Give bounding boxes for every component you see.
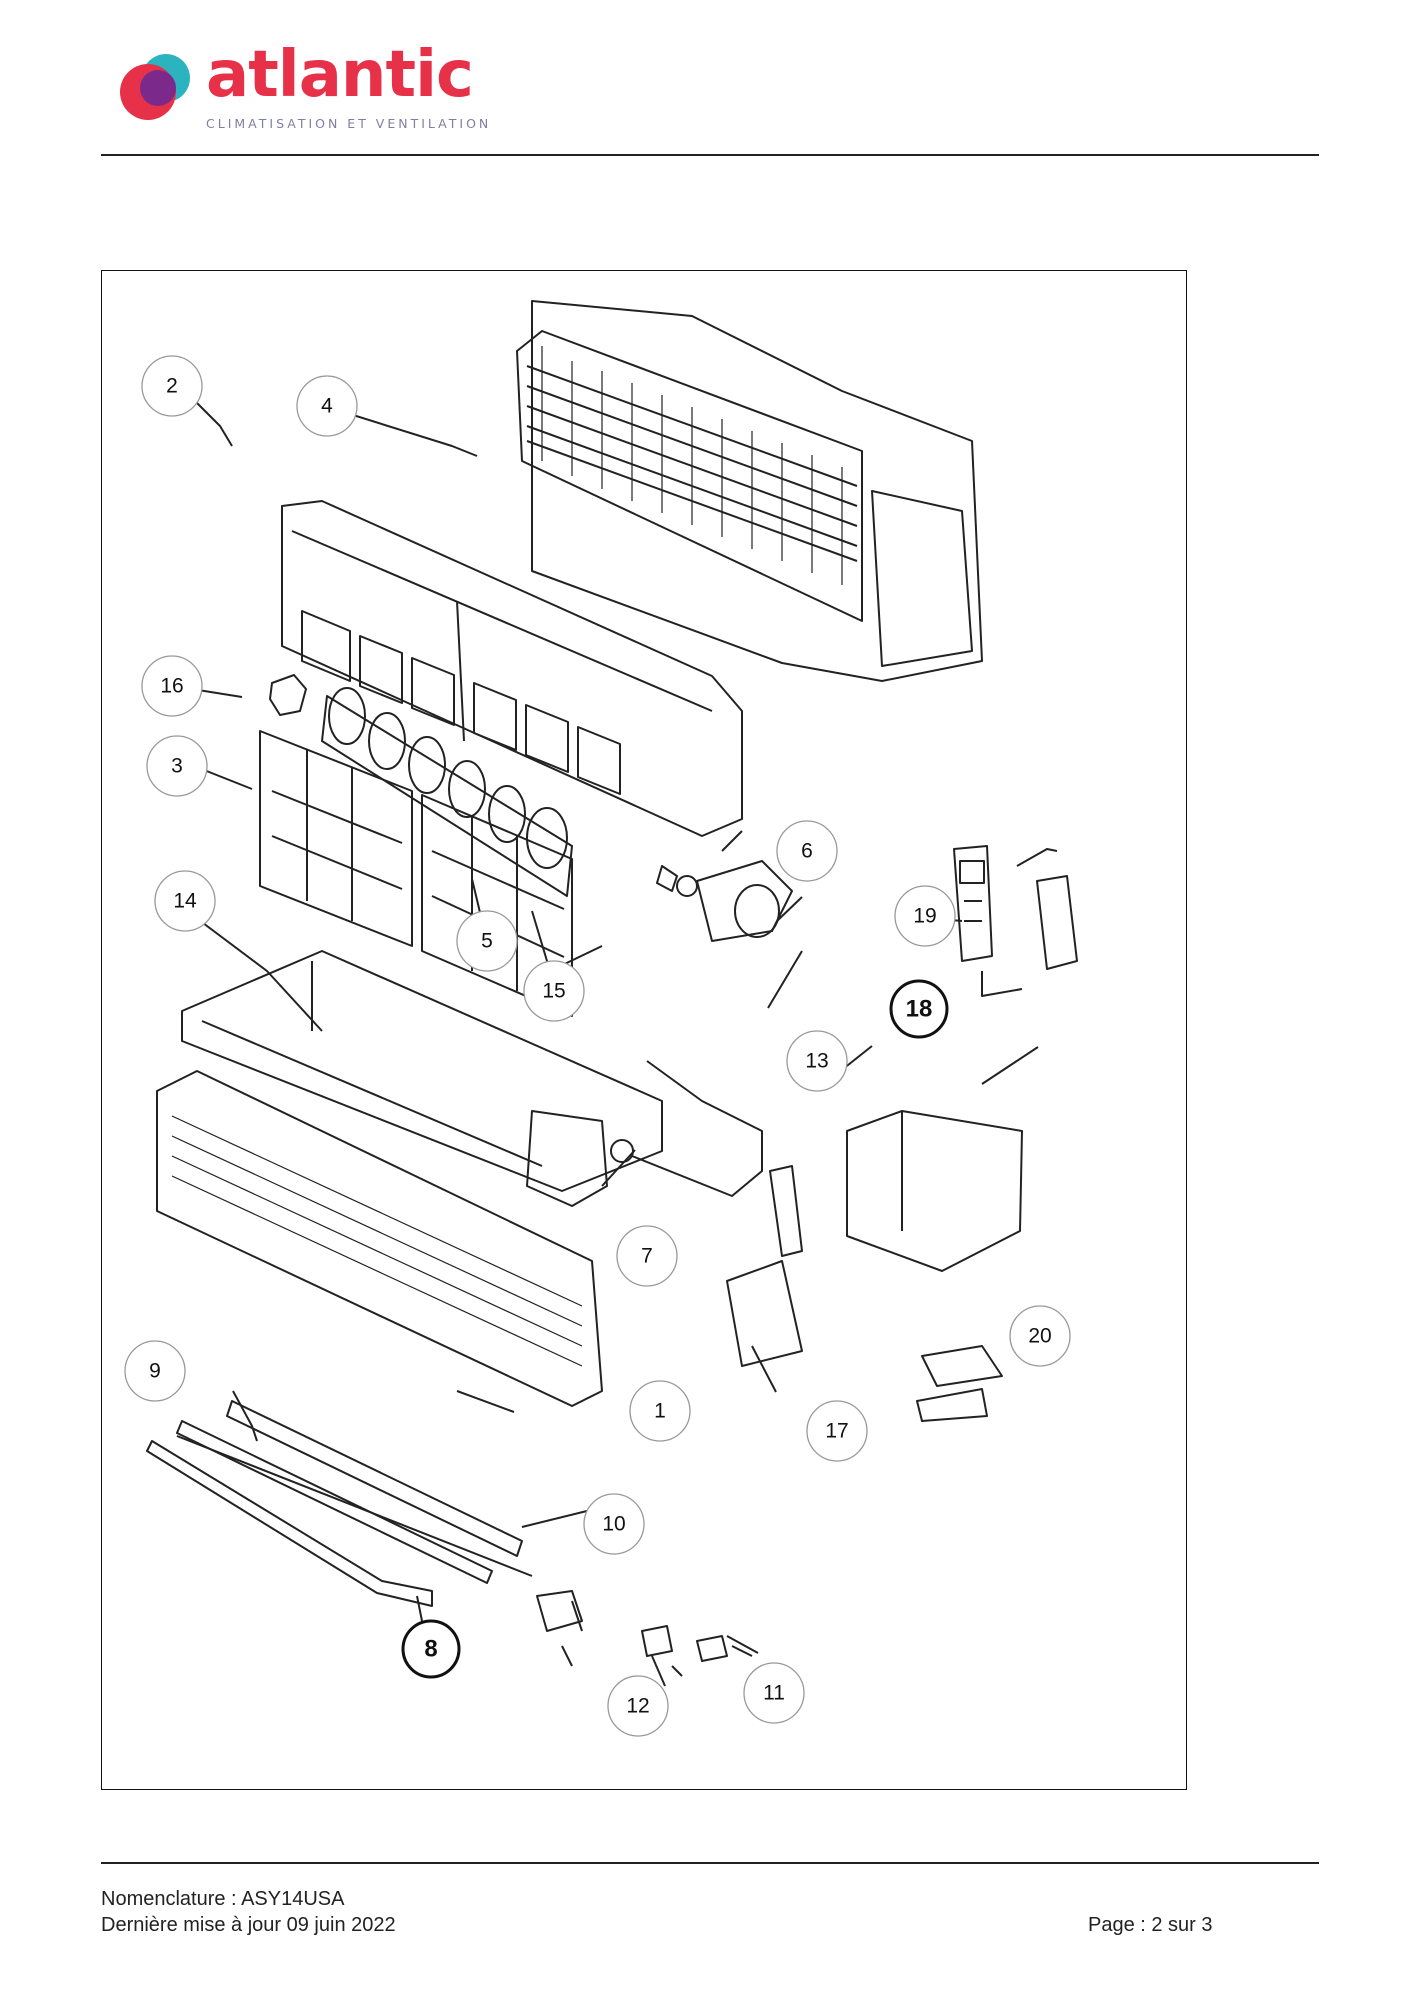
callout-4-label: 4 [321,395,333,418]
exploded-parts-diagram: 4 2 16 3 6 19 14 5 15 18 13 7 20 9 1 17 … [101,270,1187,1790]
callout-11-label: 11 [763,1682,785,1705]
diagram-drawing: 4 2 16 3 6 19 14 5 15 18 13 7 20 9 1 17 … [124,300,1078,1737]
callout-20: 20 [1009,1305,1071,1367]
callout-6: 6 [776,820,838,882]
louvre-flaps-drawing [146,1400,533,1607]
callout-14: 14 [154,870,216,932]
callout-12: 12 [607,1675,669,1737]
drain-frame-drawing [181,950,663,1192]
callout-2-label: 2 [166,375,178,398]
callout-7-label: 7 [641,1245,653,1268]
callout-7: 7 [616,1225,678,1287]
remote-control-drawing [953,845,993,962]
callout-14-label: 14 [173,890,197,913]
rear-chassis-drawing [516,300,983,682]
front-grille-drawing [156,1070,603,1407]
front-frame-drawing [281,500,743,837]
callout-9: 9 [124,1340,186,1402]
brand-name: atlantic [206,38,474,112]
callout-20-label: 20 [1028,1325,1051,1348]
bearing-drawing [269,674,307,716]
callout-13: 13 [786,1030,848,1092]
step-motor-drawing [536,1590,753,1677]
callout-9-label: 9 [149,1360,161,1383]
fan-motor-drawing [656,830,793,942]
callout-13-label: 13 [805,1050,828,1073]
callout-16-label: 16 [160,675,183,698]
callout-3: 3 [146,735,208,797]
callout-8: 8 [401,1619,461,1679]
callout-8-label: 8 [424,1636,437,1663]
callout-5-label: 5 [481,930,493,953]
callout-1-label: 1 [654,1400,666,1423]
footer-divider [101,1862,1319,1864]
callout-19-label: 19 [913,905,936,928]
callout-15-label: 15 [542,980,565,1003]
pipe-drawing [631,1060,763,1197]
air-filters-drawing [259,730,573,1017]
callout-16: 16 [141,655,203,717]
pipe-nut-drawing [610,1139,634,1163]
callout-11: 11 [743,1662,805,1724]
callout-5: 5 [456,910,518,972]
page-number: Page : 2 sur 3 [1088,1914,1213,1936]
callout-6-label: 6 [801,840,813,863]
callout-4: 4 [296,375,358,437]
callout-3-label: 3 [171,755,183,778]
motor-bushing-drawing [676,875,698,897]
motor-cover-drawing [526,1110,608,1207]
callout-2: 2 [141,355,203,417]
callout-15: 15 [523,960,585,1022]
atlantic-logo-icon [120,54,190,120]
brand-logo: atlantic CLIMATISATION ET VENTILATION [120,38,500,134]
callout-18: 18 [889,979,949,1039]
callout-19: 19 [894,885,956,947]
remote-holder-drawing [981,848,1078,997]
brand-tagline: CLIMATISATION ET VENTILATION [206,116,492,131]
control-box-drawing [726,1110,1023,1367]
callout-1: 1 [629,1380,691,1442]
callout-17-label: 17 [825,1420,848,1443]
header-divider [101,154,1319,156]
fan-drawing [321,687,573,897]
pcb-cover-drawing [916,1345,1003,1422]
last-updated: Dernière mise à jour 09 juin 2022 [101,1914,396,1936]
callout-12-label: 12 [626,1695,649,1718]
callout-17: 17 [806,1400,868,1462]
callout-10: 10 [583,1493,645,1555]
model-reference: Nomenclature : ASY14USA [101,1888,345,1910]
callout-10-label: 10 [602,1513,625,1536]
callout-18-label: 18 [906,996,933,1023]
